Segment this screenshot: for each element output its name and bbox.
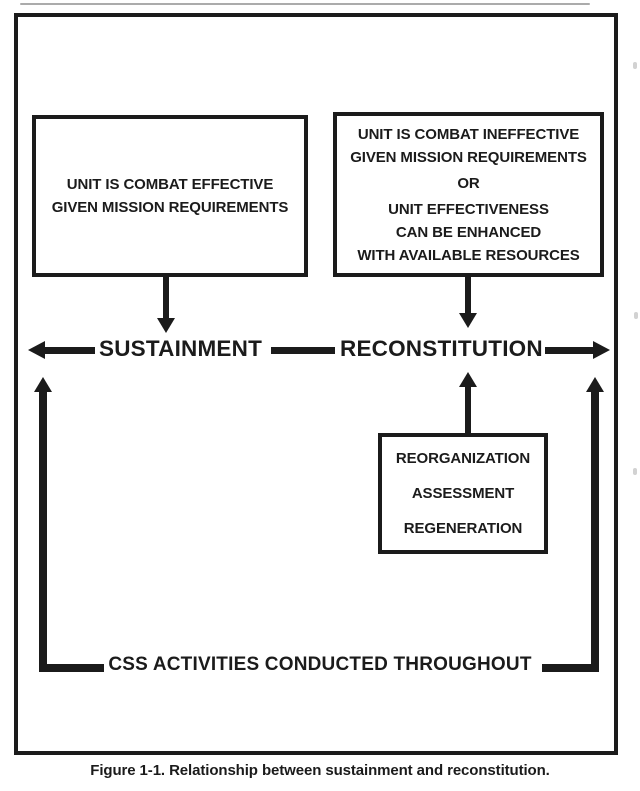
- arrow-shaft: [545, 346, 593, 354]
- right-return-arrow-vertical: [591, 391, 599, 672]
- or-separator-label: OR: [457, 174, 480, 192]
- combat-effective-box: UNIT IS COMBAT EFFECTIVE GIVEN MISSION R…: [32, 115, 308, 277]
- scan-artifact-line: [20, 3, 590, 5]
- combat-ineffective-line: WITH AVAILABLE RESOURCES: [357, 246, 580, 264]
- scan-artifact-dot: [633, 62, 637, 69]
- combat-ineffective-line: UNIT IS COMBAT INEFFECTIVE: [357, 125, 580, 143]
- sustainment-left-arrow: [28, 341, 95, 359]
- axis-connector-line: [271, 347, 335, 354]
- process-line: ASSESSMENT: [411, 485, 515, 502]
- diagram-border: [14, 13, 618, 755]
- sustainment-label: SUSTAINMENT: [99, 335, 263, 361]
- process-line: REORGANIZATION: [395, 450, 531, 467]
- arrow-shaft: [163, 277, 169, 319]
- right-return-arrow-head: [586, 377, 604, 392]
- arrow-head-up-icon: [586, 377, 604, 392]
- effective-box-down-arrow: [157, 277, 175, 333]
- reconstitution-process-box: REORGANIZATION ASSESSMENT REGENERATION: [378, 433, 548, 554]
- arrow-head-up-icon: [34, 377, 52, 392]
- process-box-up-arrow: [459, 372, 477, 433]
- right-return-arrow-horizontal: [542, 664, 599, 672]
- combat-effective-line: GIVEN MISSION REQUIREMENTS: [51, 199, 289, 216]
- process-line: REGENERATION: [403, 520, 523, 537]
- left-return-arrow-vertical: [39, 391, 47, 672]
- figure-caption: Figure 1-1. Relationship between sustain…: [90, 762, 550, 779]
- left-return-arrow-horizontal: [39, 664, 104, 672]
- combat-ineffective-box: UNIT IS COMBAT INEFFECTIVE GIVEN MISSION…: [333, 112, 604, 277]
- arrow-head-up-icon: [459, 372, 477, 387]
- reconstitution-right-arrow: [545, 341, 610, 359]
- arrow-head-left-icon: [28, 341, 45, 359]
- arrow-shaft: [45, 346, 95, 354]
- combat-effective-line: UNIT IS COMBAT EFFECTIVE: [66, 176, 274, 193]
- scan-artifact-dot: [633, 468, 637, 475]
- combat-ineffective-line: CAN BE ENHANCED: [395, 223, 542, 241]
- arrow-head-right-icon: [593, 341, 610, 359]
- arrow-head-down-icon: [459, 313, 477, 328]
- arrow-shaft: [465, 386, 471, 433]
- css-activities-label: CSS ACTIVITIES CONDUCTED THROUGHOUT: [108, 654, 532, 675]
- ineffective-box-down-arrow: [459, 277, 477, 328]
- combat-ineffective-line: GIVEN MISSION REQUIREMENTS: [350, 148, 587, 166]
- arrow-head-down-icon: [157, 318, 175, 333]
- combat-ineffective-line: UNIT EFFECTIVENESS: [388, 200, 549, 218]
- scan-artifact-dot: [634, 312, 638, 319]
- reconstitution-label: RECONSTITUTION: [340, 335, 543, 361]
- left-return-arrow-head: [34, 377, 52, 392]
- arrow-shaft: [465, 277, 471, 314]
